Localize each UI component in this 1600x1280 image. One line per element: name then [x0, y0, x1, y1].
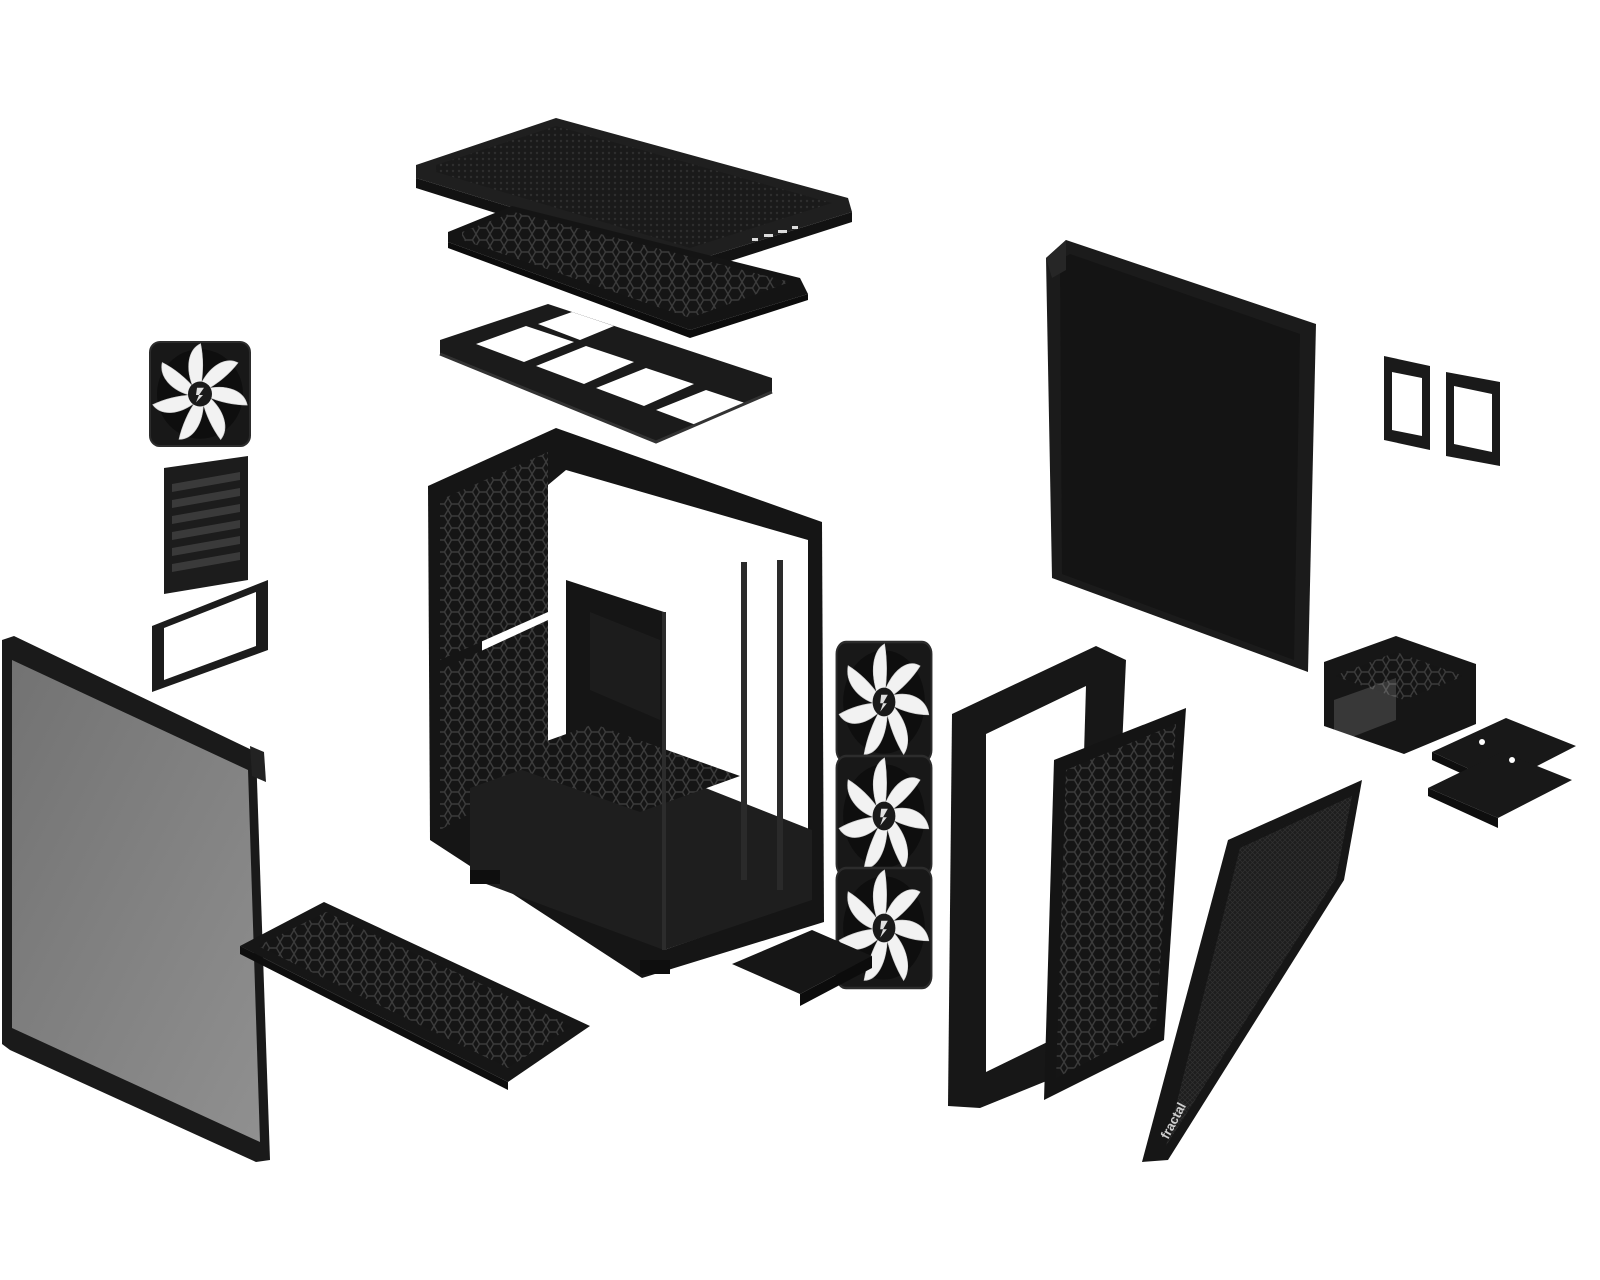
front-fans-icon — [835, 640, 933, 990]
hdd-trays-icon — [1428, 718, 1576, 828]
right-side-panel-icon — [1046, 240, 1316, 672]
bottom-dust-filter-icon — [240, 902, 590, 1090]
front-mesh-panel-icon: fractal — [1142, 780, 1362, 1162]
rear-fan-icon — [148, 340, 252, 448]
psu-bracket-icon — [152, 580, 268, 692]
ssd-brackets-icon — [1384, 356, 1500, 466]
hdd-cage-icon — [1324, 636, 1476, 754]
top-dust-filter-icon — [448, 206, 808, 338]
glass-side-panel-icon — [2, 636, 270, 1162]
front-fan-stand-icon — [732, 930, 872, 1006]
top-fan-bracket-icon — [439, 304, 773, 444]
expansion-slot-covers-icon — [164, 456, 248, 594]
front-dust-filter-icon — [1044, 708, 1186, 1100]
top-panel-icon — [416, 118, 852, 274]
chassis-frame-icon — [428, 428, 824, 978]
